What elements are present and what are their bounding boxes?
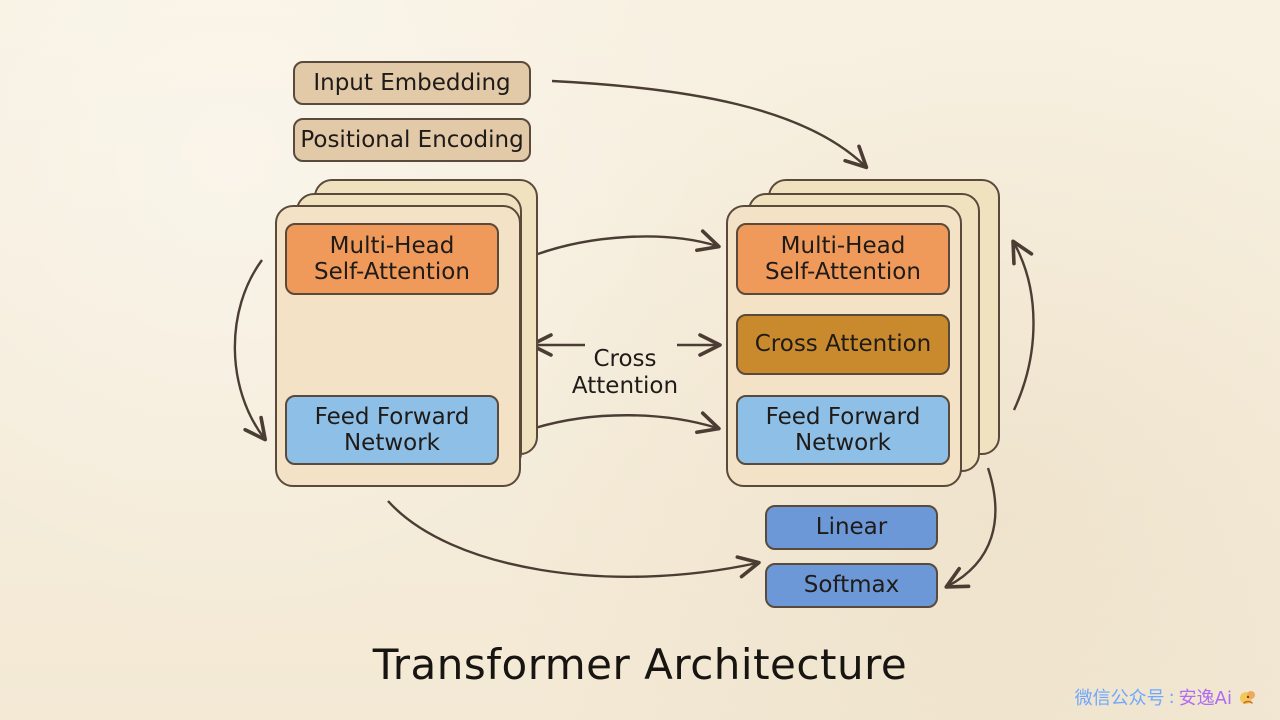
softmax-label: Softmax bbox=[803, 572, 900, 599]
embedding-to-decoder-arrow bbox=[551, 79, 869, 170]
linear-label: Linear bbox=[815, 514, 888, 541]
linear-box: Linear bbox=[765, 505, 938, 550]
encoder-to-decoder-bottom-arrow bbox=[534, 411, 721, 435]
decoder-loop-arrow bbox=[1011, 239, 1035, 411]
decoder-multi-head-label: Multi-Head Self-Attention bbox=[765, 232, 921, 285]
watermark-left: 微信公众号 bbox=[1074, 688, 1165, 709]
cross-attention-note-text: Cross Attention bbox=[571, 345, 679, 400]
decoder-feed-forward-box: Feed Forward Network bbox=[736, 395, 950, 465]
encoder-to-output-arrow bbox=[387, 500, 761, 579]
input-embedding-label: Input Embedding bbox=[313, 69, 511, 96]
encoder-multi-head-box: Multi-Head Self-Attention bbox=[285, 223, 499, 295]
encoder-feed-forward-box: Feed Forward Network bbox=[285, 395, 499, 465]
cross-attention-note: Cross Attention bbox=[556, 318, 694, 401]
decoder-feed-forward-label: Feed Forward Network bbox=[765, 403, 921, 456]
watermark: 微信公众号 : 安逸Ai bbox=[1075, 684, 1260, 710]
positional-encoding-box: Positional Encoding bbox=[293, 118, 531, 162]
encoder-to-decoder-top-arrow bbox=[534, 229, 721, 257]
decoder-to-softmax-arrow bbox=[944, 467, 997, 589]
decoder-multi-head-box: Multi-Head Self-Attention bbox=[736, 223, 950, 295]
watermark-right: 安逸Ai bbox=[1178, 688, 1232, 709]
watermark-separator: : bbox=[1168, 686, 1175, 708]
decoder-cross-attention-label: Cross Attention bbox=[754, 331, 932, 358]
decoder-cross-attention-box: Cross Attention bbox=[736, 314, 950, 375]
softmax-box: Softmax bbox=[765, 563, 938, 608]
positional-encoding-label: Positional Encoding bbox=[300, 126, 524, 153]
watermark-icon bbox=[1240, 691, 1255, 704]
encoder-feed-forward-label: Feed Forward Network bbox=[314, 403, 470, 456]
encoder-multi-head-label: Multi-Head Self-Attention bbox=[314, 232, 470, 285]
diagram-title: Transformer Architecture bbox=[372, 640, 908, 689]
encoder-loop-arrow bbox=[233, 259, 268, 442]
input-embedding-box: Input Embedding bbox=[293, 61, 531, 105]
